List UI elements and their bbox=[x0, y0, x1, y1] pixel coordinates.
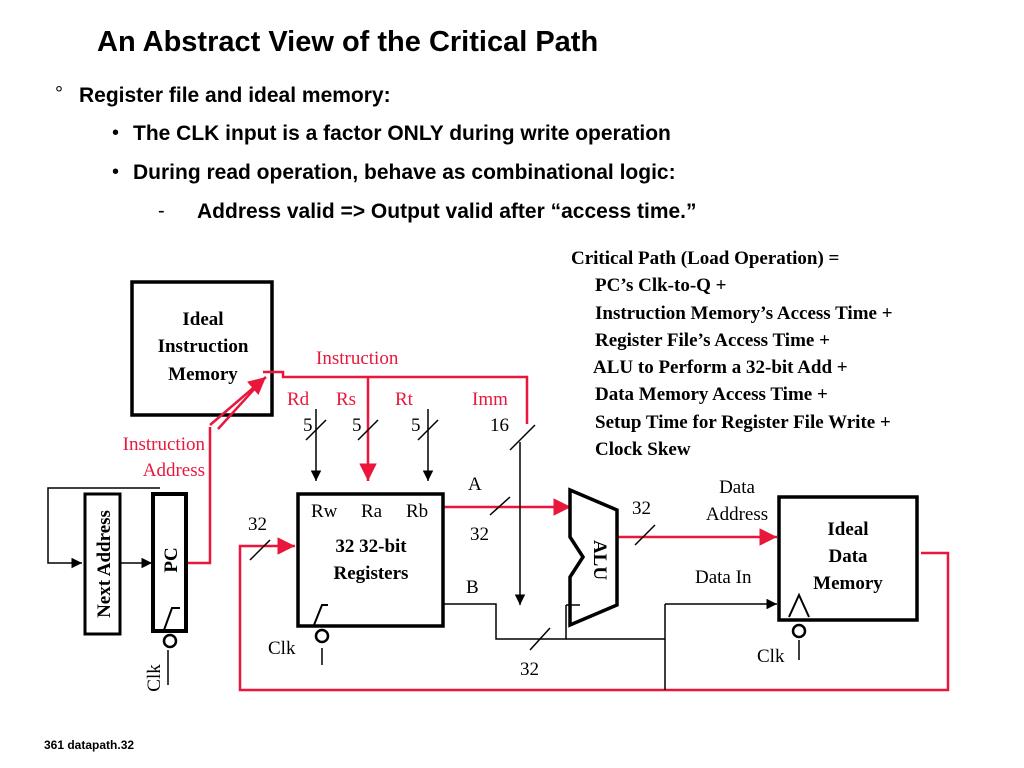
instruction-address-label: Instruction bbox=[123, 434, 206, 455]
critical-path-term: PC’s Clk-to-Q + bbox=[595, 275, 727, 297]
pc-label: PC bbox=[161, 547, 182, 572]
instruction-label: Instruction bbox=[316, 348, 399, 369]
critical-path-wires bbox=[185, 370, 950, 692]
pc-clock-triangle bbox=[163, 607, 180, 631]
data-memory-clock-bubble bbox=[791, 623, 807, 639]
critical-path-text: Critical Path (Load Operation) = PC’s Cl… bbox=[571, 245, 893, 463]
critical-path-header: Critical Path (Load Operation) = bbox=[571, 248, 840, 269]
field-imm-width: 16 bbox=[490, 415, 509, 436]
level2-bullet-marker: • bbox=[112, 122, 120, 144]
data-memory-label: Memory bbox=[813, 573, 883, 594]
alu-label: ALU bbox=[589, 540, 610, 580]
field-rt-width: 5 bbox=[411, 415, 421, 436]
bullet-address-valid: Address valid => Output valid after “acc… bbox=[197, 200, 697, 223]
pc-clock-bubble bbox=[162, 633, 178, 649]
regfile-name: Registers bbox=[334, 563, 409, 584]
next-address-box bbox=[83, 492, 122, 636]
alu-shape bbox=[568, 487, 619, 628]
next-address-label: Next Address bbox=[94, 510, 115, 618]
pc-clk-label: Clk bbox=[144, 664, 165, 692]
regfile-clock-bubble bbox=[314, 628, 330, 644]
critical-path-term: ALU to Perform a 32-bit Add + bbox=[593, 357, 848, 379]
regfile-port-rb: Rb bbox=[406, 501, 428, 522]
critical-path-term: Data Memory Access Time + bbox=[595, 384, 828, 406]
slide-title: An Abstract View of the Critical Path bbox=[97, 26, 599, 58]
critical-path-term: Instruction Memory’s Access Time + bbox=[595, 302, 893, 324]
alu-output-width: 32 bbox=[632, 498, 651, 519]
bullet-clk-input: The CLK input is a factor ONLY during wr… bbox=[133, 122, 671, 145]
bus-a-label: A bbox=[468, 474, 482, 495]
level2-bullet-marker: • bbox=[112, 161, 120, 183]
field-rs-label: Rs bbox=[336, 389, 356, 410]
regfile-clock-triangle bbox=[313, 604, 328, 626]
regfile-name: 32 32-bit bbox=[335, 536, 407, 557]
regfile-port-ra: Ra bbox=[361, 501, 383, 522]
regfile-input-width: 32 bbox=[248, 514, 267, 535]
field-rt-label: Rt bbox=[395, 389, 414, 410]
field-imm-label: Imm bbox=[472, 389, 508, 410]
field-rs-width: 5 bbox=[352, 415, 362, 436]
data-memory-clock-triangle bbox=[788, 592, 810, 618]
level1-bullet-marker: ° bbox=[55, 83, 63, 105]
bus-b-width: 32 bbox=[520, 659, 539, 680]
data-address-label: Address bbox=[706, 504, 768, 525]
data-memory-label: Ideal bbox=[827, 519, 868, 540]
field-rd-width: 5 bbox=[303, 415, 313, 436]
regfile-clk-label: Clk bbox=[268, 638, 296, 659]
data-memory-label: Data bbox=[828, 546, 868, 567]
bus-width-slashes bbox=[249, 419, 656, 651]
field-rd-label: Rd bbox=[287, 389, 310, 410]
critical-path-term: Register File’s Access Time + bbox=[595, 329, 830, 351]
data-address-label: Data bbox=[719, 477, 755, 498]
bus-b-label: B bbox=[466, 577, 479, 598]
critical-path-term: Clock Skew bbox=[595, 439, 691, 461]
instruction-memory-label: Instruction bbox=[158, 336, 249, 357]
instruction-memory-box bbox=[130, 280, 274, 417]
instruction-memory-label: Ideal bbox=[182, 309, 223, 330]
level3-bullet-marker: - bbox=[158, 200, 165, 222]
critical-path-term: Setup Time for Register File Write + bbox=[595, 411, 891, 433]
data-in-label: Data In bbox=[695, 567, 752, 588]
instruction-address-label: Address bbox=[143, 460, 205, 481]
register-file-box bbox=[296, 492, 445, 628]
data-memory-box bbox=[777, 495, 919, 622]
bullet-read-operation: During read operation, behave as combina… bbox=[133, 161, 676, 184]
data-memory-clk-label: Clk bbox=[757, 646, 785, 667]
slide-footer: 361 datapath.32 bbox=[44, 738, 135, 752]
pc-register bbox=[151, 492, 188, 633]
regfile-port-rw: Rw bbox=[311, 501, 338, 522]
instruction-memory-label: Memory bbox=[168, 364, 238, 385]
bullet-register-file: Register file and ideal memory: bbox=[79, 84, 391, 107]
bus-a-width: 32 bbox=[470, 524, 489, 545]
